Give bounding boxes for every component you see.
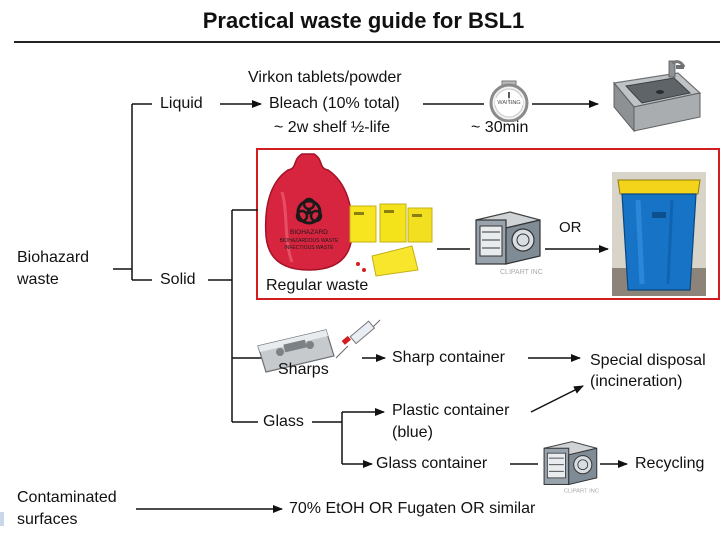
plastic-container-line1: Plastic container [392,402,510,419]
or-label: OR [559,219,582,236]
virkon-option: Virkon tablets/powder [248,69,402,86]
svg-text:INFECTIOUS WASTE: INFECTIOUS WASTE [284,245,334,251]
liquid-label: Liquid [160,95,203,112]
bleach-shelf-life: ~ 2w shelf ½-life [274,119,391,136]
special-disposal-line1: Special disposal [590,352,706,369]
biohazard-bag-icon: BIOHAZARD BIOHAZARDOUS WASTE INFECTIOUS … [264,153,354,271]
glass-label: Glass [263,413,304,430]
svg-text:CLIPART INC: CLIPART INC [500,269,543,276]
solid-waste-highlight-box [256,148,720,300]
sink-icon [612,60,702,133]
solid-label: Solid [160,271,196,288]
biohazard-waste-label-line1: Biohazard [17,249,90,266]
svg-text:BIOHAZARDOUS WASTE: BIOHAZARDOUS WASTE [280,238,340,244]
yellow-bag-icon [349,203,433,277]
svg-text:CLIPART INC: CLIPART INC [564,489,599,495]
plastic-to-disposal-arrow [530,385,584,413]
regular-waste-label: Regular waste [266,277,369,294]
biohazard-waste-label-line2: waste [17,271,59,288]
contaminated-label-line2: surfaces [17,511,78,528]
razor-blade-icon [257,329,335,373]
title-underline [14,41,720,43]
svg-text:BIOHAZARD: BIOHAZARD [290,229,328,236]
sharp-container-label: Sharp container [392,349,505,366]
blue-bin-icon [612,172,706,296]
slide-edge-marker [0,512,4,526]
sharps-label: Sharps [278,361,329,378]
syringe-icon [335,319,381,359]
autoclave-icon: CLIPART INC [475,211,543,276]
clock-label: WAITING [497,100,520,106]
glass-autoclave-icon: CLIPART INC [543,441,599,495]
glass-container-label: Glass container [376,455,488,472]
contaminated-label-line1: Contaminated [17,489,117,506]
recycling-label: Recycling [635,455,705,472]
contaminated-treatment: 70% EtOH OR Fugaten OR similar [289,500,536,517]
page-title: Practical waste guide for BSL1 [202,8,525,33]
clock-icon: WAITING [489,80,529,122]
liquid-wait-time: ~ 30min [471,119,529,136]
bleach-option: Bleach (10% total) [269,95,400,112]
plastic-container-line2: (blue) [392,424,433,441]
special-disposal-line2: (incineration) [590,373,683,390]
